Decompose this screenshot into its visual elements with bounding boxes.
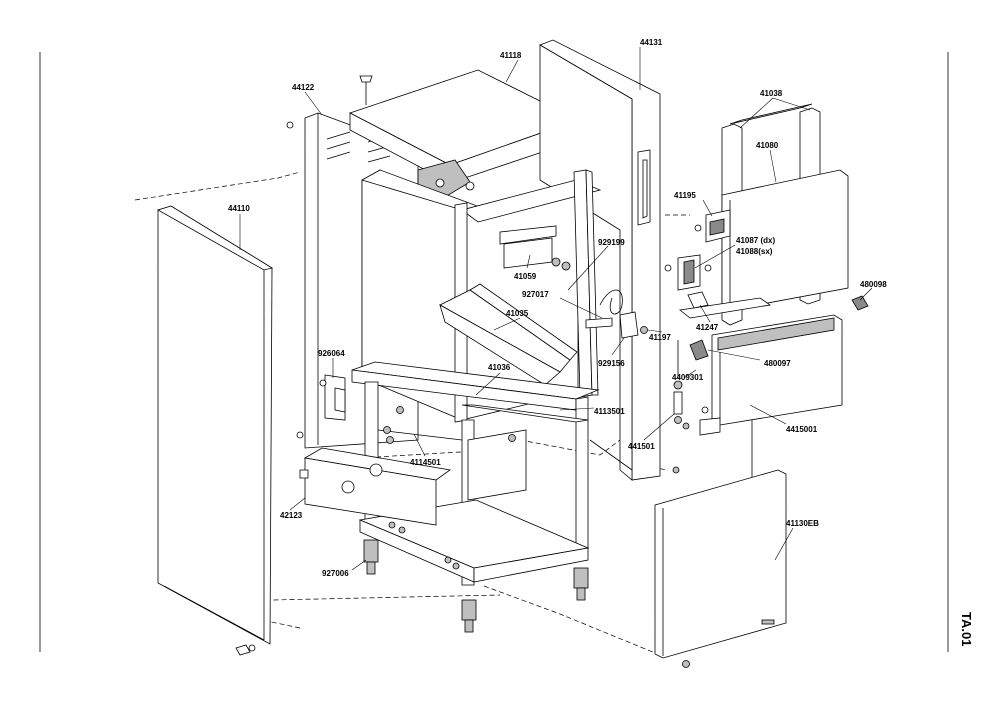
label-4415001: 4415001 bbox=[786, 425, 818, 434]
label-41035: 41035 bbox=[506, 309, 529, 318]
label-44131: 44131 bbox=[640, 38, 663, 47]
label-927006: 927006 bbox=[322, 569, 349, 578]
left-bracket-926064 bbox=[319, 374, 346, 421]
label-44122: 44122 bbox=[292, 83, 315, 92]
label-929156: 929156 bbox=[598, 359, 625, 368]
label-41080: 41080 bbox=[756, 141, 779, 150]
label-927017: 927017 bbox=[522, 290, 549, 299]
wiring-927017 bbox=[585, 289, 639, 339]
base-frame bbox=[351, 361, 600, 586]
label-41195: 41195 bbox=[674, 191, 696, 200]
label-41197: 41197 bbox=[649, 333, 671, 342]
leader-lines bbox=[239, 47, 873, 571]
lower-door-4415001 bbox=[699, 314, 843, 436]
knob-480097 bbox=[689, 339, 709, 361]
knob-480098 bbox=[851, 295, 869, 311]
label-4113501: 4113501 bbox=[594, 407, 625, 416]
label-480098: 480098 bbox=[860, 280, 887, 289]
front-frame-44131 bbox=[539, 39, 661, 481]
bracket-41195 bbox=[694, 209, 731, 243]
front-panel-41130EB bbox=[654, 469, 787, 668]
label-441501: 441501 bbox=[628, 442, 655, 451]
label-926064: 926064 bbox=[318, 349, 345, 358]
label-480097: 480097 bbox=[764, 359, 791, 368]
label-4409301: 4409301 bbox=[672, 373, 704, 382]
label-4114501: 4114501 bbox=[410, 458, 441, 467]
label-41118: 41118 bbox=[500, 51, 522, 60]
label-41059: 41059 bbox=[514, 272, 537, 281]
label-41088-sx: 41088(sx) bbox=[736, 247, 773, 256]
side-panel-44110 bbox=[156, 205, 274, 656]
rails-41038 bbox=[721, 103, 821, 520]
bar-41247 bbox=[679, 291, 772, 319]
label-41247: 41247 bbox=[696, 323, 719, 332]
label-41130EB: 41130EB bbox=[786, 519, 819, 528]
pin-4409301 bbox=[673, 340, 709, 430]
label-929199: 929199 bbox=[598, 238, 625, 247]
label-41038: 41038 bbox=[760, 89, 783, 98]
label-41036: 41036 bbox=[488, 363, 511, 372]
feet-927006 bbox=[363, 539, 589, 633]
hinge-41087-41088 bbox=[664, 254, 712, 291]
label-44110: 44110 bbox=[228, 204, 250, 213]
label-42123: 42123 bbox=[280, 511, 303, 520]
label-41087-dx: 41087 (dx) bbox=[736, 236, 775, 245]
control-box-42123 bbox=[299, 447, 452, 526]
callout-labels: 44131 41118 44122 44110 41038 41080 4119… bbox=[228, 38, 887, 578]
diagonal-brace-41035 bbox=[439, 283, 578, 386]
page-code: TA.01 bbox=[959, 612, 974, 646]
